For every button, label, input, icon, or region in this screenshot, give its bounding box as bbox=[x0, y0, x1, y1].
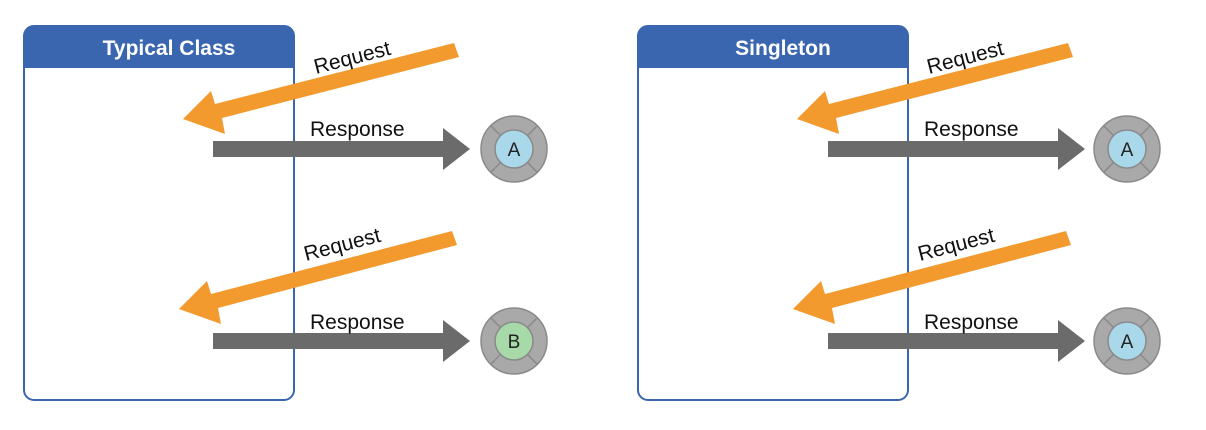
client-node-label: A bbox=[1121, 140, 1134, 161]
response-label: Response bbox=[310, 118, 405, 141]
response-arrow bbox=[828, 128, 1085, 170]
request-arrow bbox=[793, 231, 1071, 324]
panel-typical-class: Typical Class Request Response A Request… bbox=[23, 25, 548, 401]
response-label: Response bbox=[924, 118, 1019, 141]
client-node: B bbox=[480, 307, 548, 375]
interaction-row: Request Response A bbox=[797, 37, 1161, 183]
client-node-core bbox=[1107, 129, 1147, 169]
class-header-bar bbox=[24, 26, 294, 68]
client-node-label: B bbox=[508, 332, 521, 353]
interaction-row: Request Response A bbox=[183, 37, 548, 183]
client-node-core bbox=[1107, 321, 1147, 361]
client-node-label: A bbox=[1121, 332, 1134, 353]
panel-singleton: Singleton Request Response A Request Res… bbox=[637, 25, 1161, 401]
panel-title: Singleton bbox=[735, 37, 831, 60]
response-label: Response bbox=[310, 311, 405, 334]
client-node-core bbox=[494, 129, 534, 169]
client-node: A bbox=[1093, 115, 1161, 183]
response-arrow bbox=[828, 320, 1085, 362]
request-arrow bbox=[797, 43, 1073, 134]
response-arrow bbox=[213, 320, 470, 362]
class-header-bar bbox=[638, 26, 908, 68]
request-arrow bbox=[179, 231, 457, 324]
response-arrow bbox=[213, 128, 470, 170]
client-node-core bbox=[494, 321, 534, 361]
panel-title: Typical Class bbox=[103, 37, 236, 60]
client-node: A bbox=[480, 115, 548, 183]
client-node: A bbox=[1093, 307, 1161, 375]
request-arrow bbox=[183, 43, 459, 134]
client-node-label: A bbox=[508, 140, 521, 161]
interaction-row: Request Response A bbox=[793, 224, 1161, 375]
response-label: Response bbox=[924, 311, 1019, 334]
